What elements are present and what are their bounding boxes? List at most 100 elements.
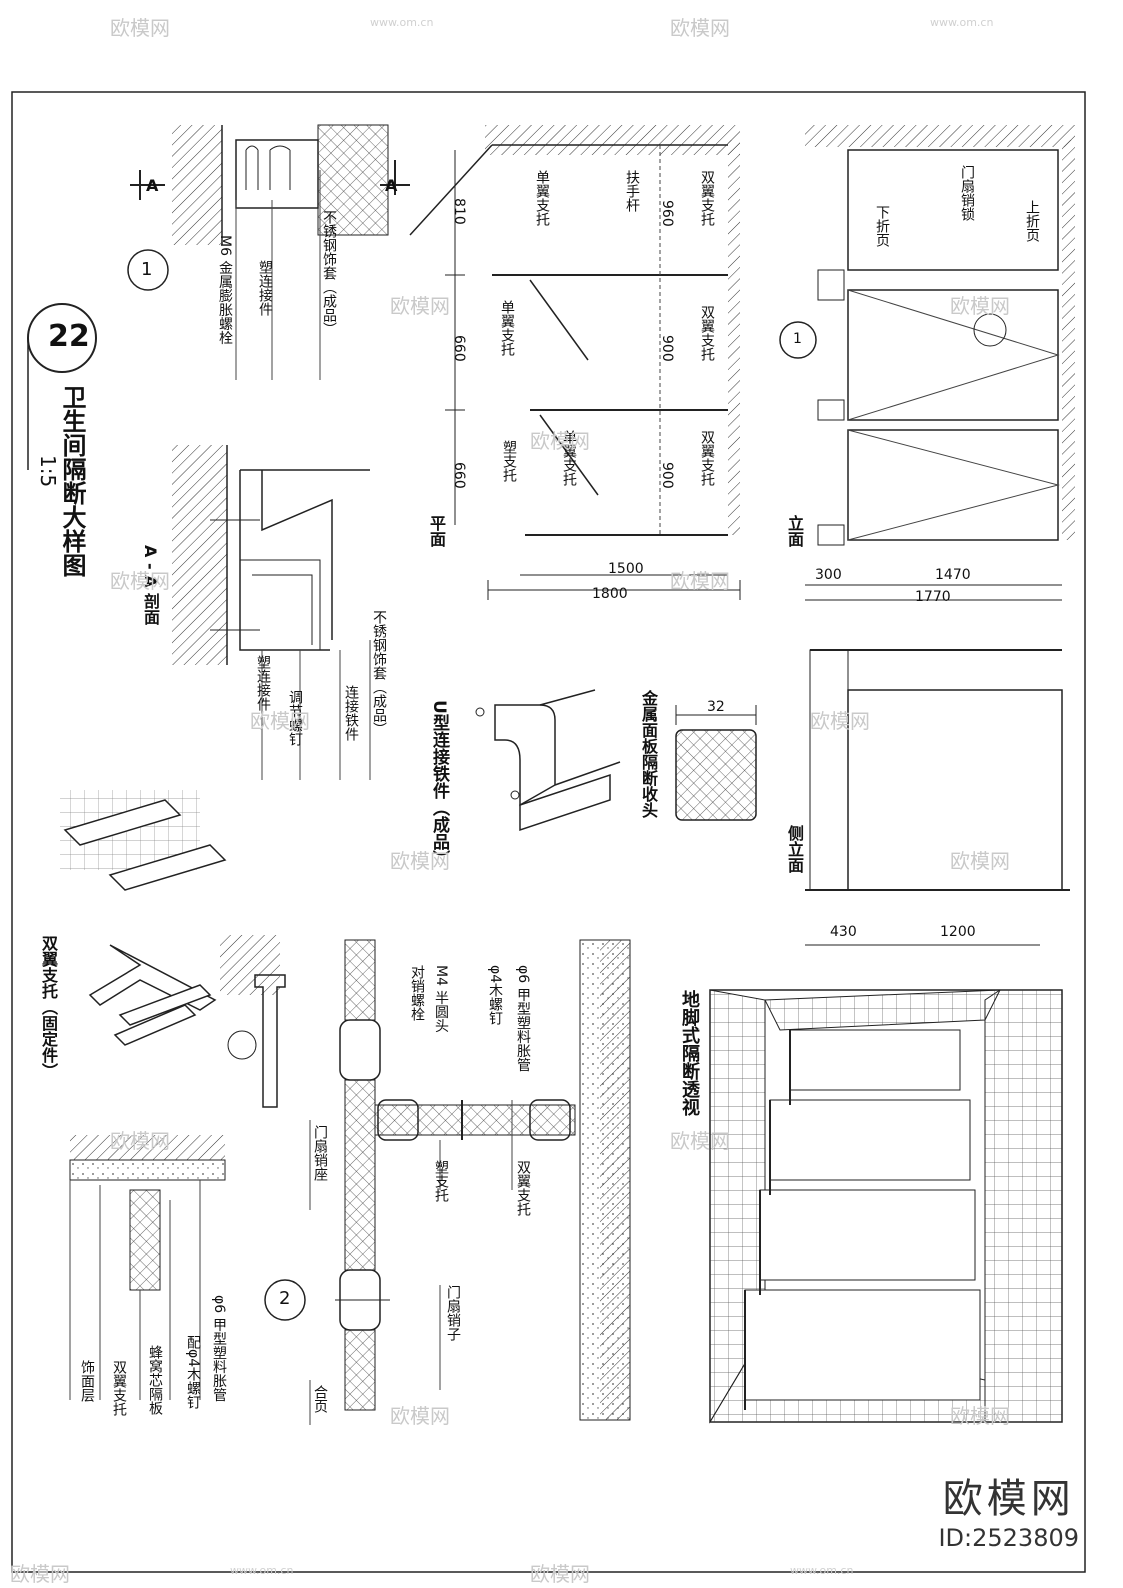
u-connector-drawing xyxy=(475,689,621,832)
plan-title: 平面 xyxy=(427,515,446,547)
sheet-frame xyxy=(11,91,1086,1573)
drawing-title: 卫生间隔断大样图 xyxy=(58,385,86,577)
perspective-title: 地脚式隔断透视 xyxy=(679,990,700,1116)
plan-label-5: 双翼支托 xyxy=(699,305,715,361)
detail-1-callout-3: M6 金属膨胀螺栓 xyxy=(217,235,233,345)
detail-2-lower-callout-2: 配φ4木螺钉 xyxy=(185,1335,201,1410)
detail-2-callout-1: φ6 甲型塑料胀管 xyxy=(515,965,531,1072)
watermark-brand-12: 欧模网 xyxy=(110,1129,170,1153)
side-elevation-dim-right: 1200 xyxy=(940,924,976,940)
detail-1-circle xyxy=(127,249,169,291)
plan-dim-v-1: 810 xyxy=(451,198,467,225)
detail-2-callout-2: φ4木螺钉 xyxy=(487,965,503,1026)
section-aa-title: A - A 剖面 xyxy=(141,545,160,626)
elevation-callout-circle xyxy=(779,321,817,359)
watermark-brand-1: 欧模网 xyxy=(110,16,170,40)
plan-label-8: 双翼支托 xyxy=(699,430,715,486)
watermark-brand-2: 欧模网 xyxy=(670,16,730,40)
detail-2-lower-callout-3: 蜂窝芯隔板 xyxy=(147,1345,163,1415)
section-aa-callout-1: 不锈钢饰套（成品） xyxy=(371,610,387,736)
detail-2-callout-8: 门扇销子 xyxy=(445,1285,461,1341)
plan-dim-inner-2: 900 xyxy=(659,335,675,362)
watermark-brand-11: 欧模网 xyxy=(950,849,1010,873)
elevation-label-2: 门扇销锁 xyxy=(959,165,975,221)
detail-2-lower-callout-1: φ6 甲型塑料胀管 xyxy=(211,1295,227,1402)
plan-label-4: 单翼支托 xyxy=(499,300,515,356)
brand-name: 欧模网 xyxy=(942,1476,1075,1522)
watermark-brand-5: 欧模网 xyxy=(530,429,590,453)
section-mark-left: A xyxy=(146,176,159,195)
watermark-url-2: www.om.cn xyxy=(930,16,994,29)
plan-label-3: 双翼支托 xyxy=(699,170,715,226)
elevation-label-3: 上折页 xyxy=(1024,200,1040,242)
watermark-brand-15: 欧模网 xyxy=(950,1404,1010,1428)
watermark-brand-10: 欧模网 xyxy=(390,849,450,873)
side-elevation-title: 侧立面 xyxy=(785,825,804,873)
elevation-dim-total: 1770 xyxy=(915,589,951,605)
elevation-callout-number: 1 xyxy=(793,331,802,347)
section-aa-callout-3: 调节螺钉 xyxy=(287,690,303,746)
panel-end-title: 金属面板隔断收头 xyxy=(639,690,658,818)
watermark-brand-7: 欧模网 xyxy=(670,569,730,593)
u-connector-title: U型连接铁件（成品） xyxy=(429,700,449,867)
plan-label-2: 扶手杆 xyxy=(624,170,640,212)
detail-1-callout-1: 不锈钢饰套（成品） xyxy=(321,210,337,336)
section-mark-right: A xyxy=(385,176,398,195)
watermark-brand-9: 欧模网 xyxy=(810,709,870,733)
watermark-url-1: www.om.cn xyxy=(370,16,434,29)
elevation-dim-mid: 1470 xyxy=(935,567,971,583)
detail-2-callout-5: 塑支托 xyxy=(433,1160,449,1202)
watermark-brand-8: 欧模网 xyxy=(250,709,310,733)
brand-stamp: 欧模网 ID:2523809 xyxy=(938,1466,1079,1552)
detail-2-callout-3: M4 半圆头 xyxy=(433,965,449,1033)
plan-dim-v-3: 660 xyxy=(451,462,467,489)
section-aa-callout-2: 连接铁件 xyxy=(343,685,359,741)
drawing-scale: 1:5 xyxy=(36,455,60,488)
plan-label-7: 单翼支托 xyxy=(561,430,577,486)
detail-2-number: 2 xyxy=(279,1288,291,1309)
watermark-url-3: www.om.cn xyxy=(230,1564,294,1577)
elevation-dim-small: 300 xyxy=(815,567,842,583)
plan-dim-v-2: 660 xyxy=(451,335,467,362)
watermark-brand-14: 欧模网 xyxy=(390,1404,450,1428)
detail-2-lower-callout-4: 双翼支托 xyxy=(111,1360,127,1416)
section-aa xyxy=(172,445,371,780)
elevation-label-1: 下折页 xyxy=(874,205,890,247)
watermark-brand-4: 欧模网 xyxy=(950,294,1010,318)
plan-dim-inner-3: 900 xyxy=(659,462,675,489)
panel-end-drawing xyxy=(675,705,757,821)
panel-end-dim: 32 xyxy=(707,699,725,715)
detail-1 xyxy=(127,124,410,380)
plan-dim-h-inner: 1500 xyxy=(608,561,644,577)
plan-label-6: 塑支托 xyxy=(501,440,517,482)
watermark-brand-13: 欧模网 xyxy=(670,1129,730,1153)
detail-2-lower-callout-5: 饰面层 xyxy=(79,1360,95,1402)
plan-label-1: 单翼支托 xyxy=(534,170,550,226)
elevation-view xyxy=(779,125,1075,601)
detail-1-callout-2: 塑连接件 xyxy=(257,260,273,316)
detail-2-drawing xyxy=(264,939,631,1425)
side-elevation-dim-left: 430 xyxy=(830,924,857,940)
plan-dim-inner-1: 960 xyxy=(659,200,675,227)
watermark-brand-17: 欧模网 xyxy=(530,1562,590,1586)
watermark-brand-3: 欧模网 xyxy=(390,294,450,318)
side-elevation-view xyxy=(805,649,1070,946)
detail-2-callout-6: 双翼支托 xyxy=(515,1160,531,1216)
elevation-title: 立面 xyxy=(785,515,804,547)
watermark-brand-6: 欧模网 xyxy=(110,569,170,593)
detail-2-callout-9: 合页 xyxy=(312,1385,328,1413)
detail-2-circle xyxy=(264,1279,306,1321)
detail-2-callout-7: 门扇销座 xyxy=(312,1125,328,1181)
detail-2-callout-4: 对销螺栓 xyxy=(409,965,425,1021)
plan-dim-h-outer: 1800 xyxy=(592,586,628,602)
section-aa-callout-4: 塑连接件 xyxy=(255,655,271,711)
double-wing-title: 双翼支托（固定件） xyxy=(39,935,58,1079)
bracket-drawings xyxy=(60,790,286,1400)
drawing-number: 22 xyxy=(48,319,90,354)
perspective-drawing xyxy=(709,989,1063,1424)
watermark-brand-16: 欧模网 xyxy=(10,1562,70,1586)
plan-view xyxy=(409,125,741,600)
detail-1-number: 1 xyxy=(141,259,153,280)
watermark-url-4: www.om.cn xyxy=(790,1564,854,1577)
